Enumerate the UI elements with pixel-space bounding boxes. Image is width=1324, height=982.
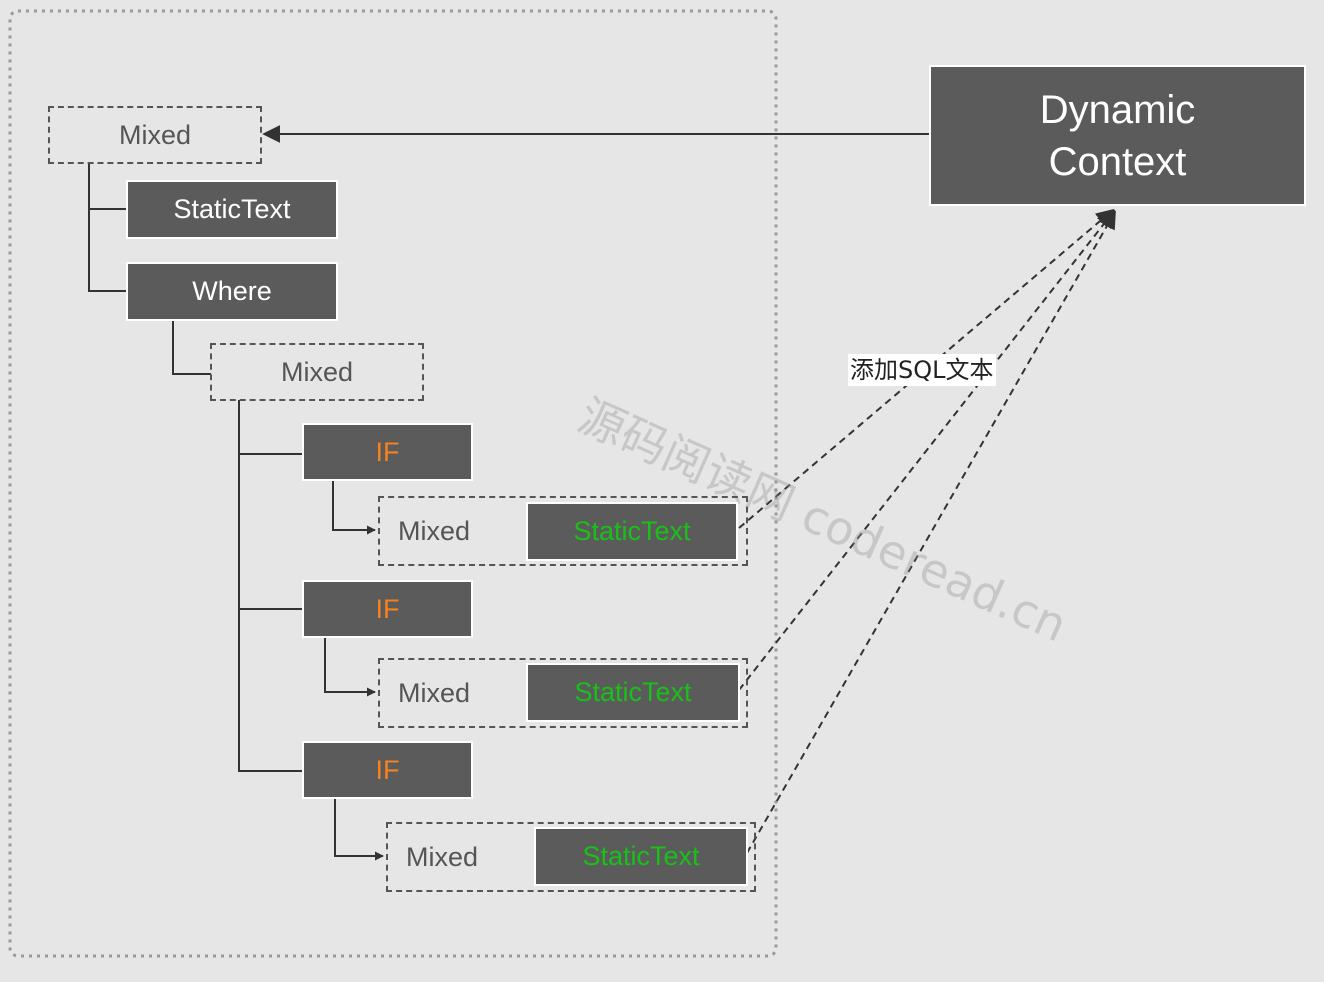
mixed-if-label-2: Mixed: [398, 677, 471, 708]
mixed-if-label-1: Mixed: [398, 515, 471, 546]
static-text-if-label-1: StaticText: [573, 516, 691, 546]
connector-mixed-if2: [238, 454, 303, 610]
if-label-1: IF: [375, 436, 400, 467]
if-node-1: IF: [302, 423, 473, 481]
where-label: Where: [192, 276, 272, 306]
static-text-if-label-2: StaticText: [574, 677, 692, 707]
static-text-if-node-1: StaticText: [526, 502, 738, 561]
static-text-node: StaticText: [126, 180, 338, 239]
tree-connectors: [88, 164, 384, 861]
mixed-where-label: Mixed: [280, 356, 354, 387]
add-sql-arrow-2: [738, 209, 1116, 691]
connector-if1-mixed: [332, 481, 376, 535]
dynamic-context-node: Dynamic Context: [929, 65, 1306, 206]
if-node-3: IF: [302, 741, 473, 799]
connector-mixed-if3: [238, 609, 303, 772]
dynamic-context-line2: Context: [1048, 139, 1187, 184]
mixed-if-node-1: Mixed: [378, 496, 748, 566]
mixed-if-label-3: Mixed: [406, 841, 479, 872]
connector-root-where: [88, 209, 127, 292]
if-node-2: IF: [302, 580, 473, 638]
connector-if2-mixed: [324, 637, 376, 697]
connector-root-static: [88, 164, 127, 210]
if-label-2: IF: [375, 593, 400, 624]
connector-if3-mixed: [334, 799, 384, 861]
connector-where-mixed: [172, 320, 211, 375]
mixed-root-label: Mixed: [118, 119, 192, 150]
add-sql-text-label: 添加SQL文本: [848, 354, 996, 386]
static-text-label: StaticText: [173, 194, 291, 224]
mixed-root-node: Mixed: [48, 106, 262, 164]
static-text-if-node-2: StaticText: [526, 663, 740, 722]
dynamic-context-line1: Dynamic: [1039, 87, 1196, 132]
where-node: Where: [126, 262, 338, 321]
connector-mixed-if1: [238, 400, 303, 455]
mixed-where-node: Mixed: [210, 343, 424, 401]
static-text-if-label-3: StaticText: [582, 841, 700, 871]
outer-boundary: [8, 9, 778, 958]
mixed-if-node-3: Mixed: [386, 822, 756, 892]
add-sql-arrow-3: [746, 210, 1116, 854]
static-text-if-node-3: StaticText: [534, 827, 748, 886]
add-sql-arrows: [738, 208, 1116, 854]
if-label-3: IF: [375, 754, 400, 785]
mixed-if-node-2: Mixed: [378, 658, 748, 728]
